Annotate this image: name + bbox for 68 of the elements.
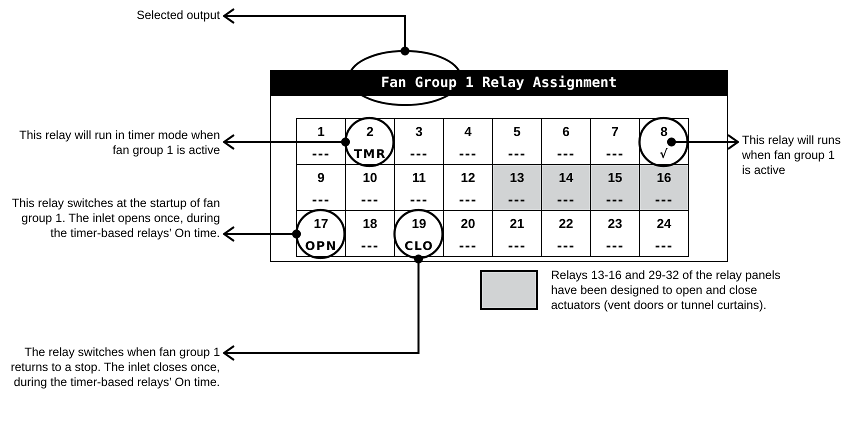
relay-status: --- — [606, 192, 624, 208]
relay-status: --- — [410, 192, 428, 208]
leader-line — [223, 254, 423, 361]
relay-status: √ — [659, 146, 668, 162]
leader-line — [667, 134, 739, 150]
relay-status: --- — [459, 192, 477, 208]
relay-number: 3 — [415, 124, 423, 140]
relay-number: 19 — [412, 216, 426, 232]
relay-status: --- — [557, 146, 575, 162]
relay-number: 11 — [412, 170, 426, 186]
relay-status: --- — [655, 192, 673, 208]
relay-status: --- — [459, 146, 477, 162]
relay-number: 16 — [656, 170, 672, 186]
relay-cell — [492, 164, 542, 211]
relay-number: 2 — [366, 124, 374, 140]
relay-number: 10 — [362, 170, 378, 186]
relay-number: 13 — [510, 170, 524, 186]
relay-status: --- — [410, 146, 428, 162]
callout-text: Selected output — [40, 8, 220, 23]
relay-number: 18 — [362, 216, 378, 232]
leader-line — [223, 226, 301, 242]
relay-status: --- — [557, 192, 575, 208]
relay-status: TMR — [354, 146, 386, 162]
relay-status: --- — [606, 238, 624, 254]
panel-title: Fan Group 1 Relay Assignment — [380, 75, 618, 91]
relay-number: 22 — [558, 216, 574, 232]
relay-number: 21 — [510, 216, 524, 232]
relay-cell — [590, 164, 640, 211]
relay-status: --- — [361, 238, 379, 254]
callout-text: This relay will runs when fan group 1 is active — [742, 133, 846, 178]
relay-number: 8 — [660, 124, 668, 140]
leader-line — [223, 134, 350, 150]
relay-status: --- — [508, 146, 526, 162]
callout-text: This relay will run in timer mode when fan group 1 is active — [10, 128, 220, 158]
relay-number: 4 — [464, 124, 472, 140]
relay-number: 15 — [608, 170, 622, 186]
callout-text: This relay switches at the startup of fan group 1. The inlet opens once, during the timer-based relays’ On time. — [10, 196, 220, 241]
relay-number: 9 — [317, 170, 325, 186]
relay-number: 1 — [317, 124, 325, 140]
relay-number: 12 — [460, 170, 476, 186]
relay-status: CLO — [404, 238, 434, 254]
relay-number: 14 — [558, 170, 574, 186]
relay-status: OPN — [304, 238, 338, 254]
legend-text: Relays 13-16 and 29-32 of the relay panels have been designed to open and close actuators (vent doors or tunnel curtains). — [551, 268, 782, 313]
relay-status: --- — [557, 238, 575, 254]
relay-number: 7 — [611, 124, 619, 140]
relay-status: --- — [655, 238, 673, 254]
relay-status: --- — [459, 238, 477, 254]
relay-panel — [270, 70, 728, 262]
relay-cell — [541, 164, 591, 211]
relay-number: 24 — [656, 216, 672, 232]
relay-status: --- — [508, 192, 526, 208]
relay-cell — [639, 164, 689, 211]
relay-status: --- — [508, 238, 526, 254]
relay-status: --- — [361, 192, 379, 208]
leader-line — [223, 8, 410, 56]
relay-cell — [639, 210, 689, 257]
callout-text: The relay switches when fan group 1 returns to a stop. The inlet closes once, during the timer-based relays’ On time. — [0, 345, 220, 390]
relay-status: --- — [312, 146, 330, 162]
relay-number: 23 — [608, 216, 622, 232]
relay-number: 6 — [562, 124, 570, 140]
relay-number: 17 — [314, 216, 328, 232]
relay-number: 5 — [513, 124, 521, 140]
relay-cell — [296, 118, 346, 165]
relay-status: --- — [312, 192, 330, 208]
relay-status: --- — [606, 146, 624, 162]
relay-number: 20 — [460, 216, 476, 232]
shaded-band — [492, 164, 689, 211]
